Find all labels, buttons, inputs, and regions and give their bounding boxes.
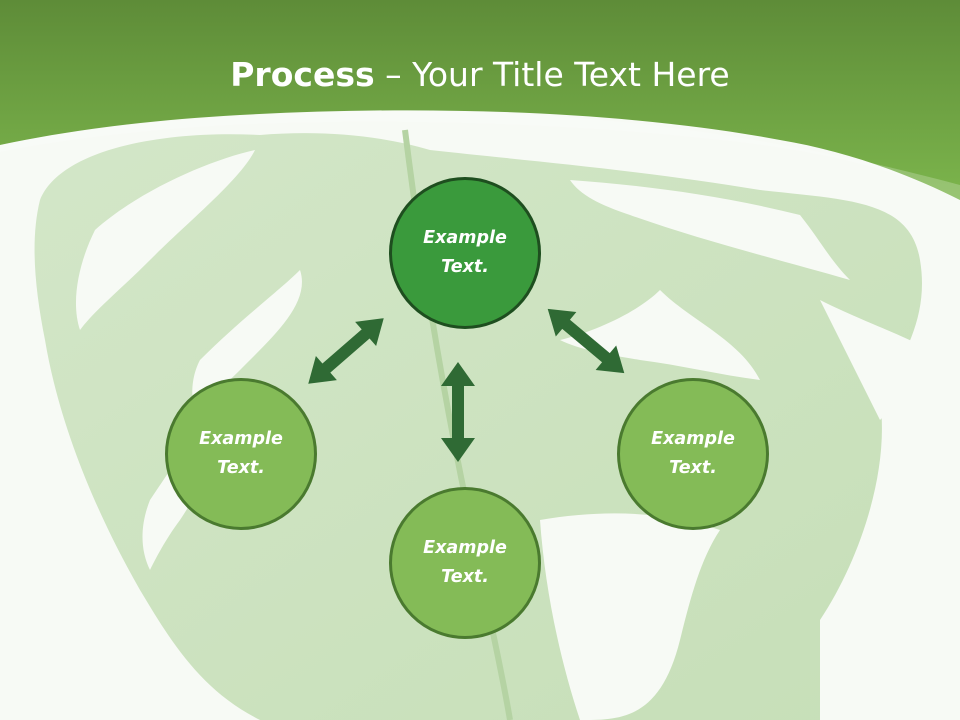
node-right: Example Text. — [617, 378, 769, 530]
node-right-label: Example Text. — [651, 429, 735, 478]
title-bold: Process — [230, 55, 375, 94]
title-rest: – Your Title Text Here — [374, 55, 730, 94]
node-left: Example Text. — [165, 378, 317, 530]
leaf-split-6 — [540, 513, 720, 720]
leaf-split-1 — [75, 150, 255, 330]
node-bottom-label: Example Text. — [423, 538, 507, 587]
node-bottom: Example Text. — [389, 487, 541, 639]
leaf-split-2 — [192, 270, 302, 410]
leaf-split-4 — [570, 180, 850, 280]
title-banner — [0, 0, 960, 200]
leaf-split-7 — [820, 300, 920, 420]
node-top: Example Text. — [389, 177, 541, 329]
leaf-shape — [34, 133, 922, 720]
node-top-label: Example Text. — [423, 228, 507, 277]
page-title: Process – Your Title Text Here — [0, 52, 960, 98]
leaf-split-3 — [560, 290, 760, 380]
node-left-label: Example Text. — [199, 429, 283, 478]
